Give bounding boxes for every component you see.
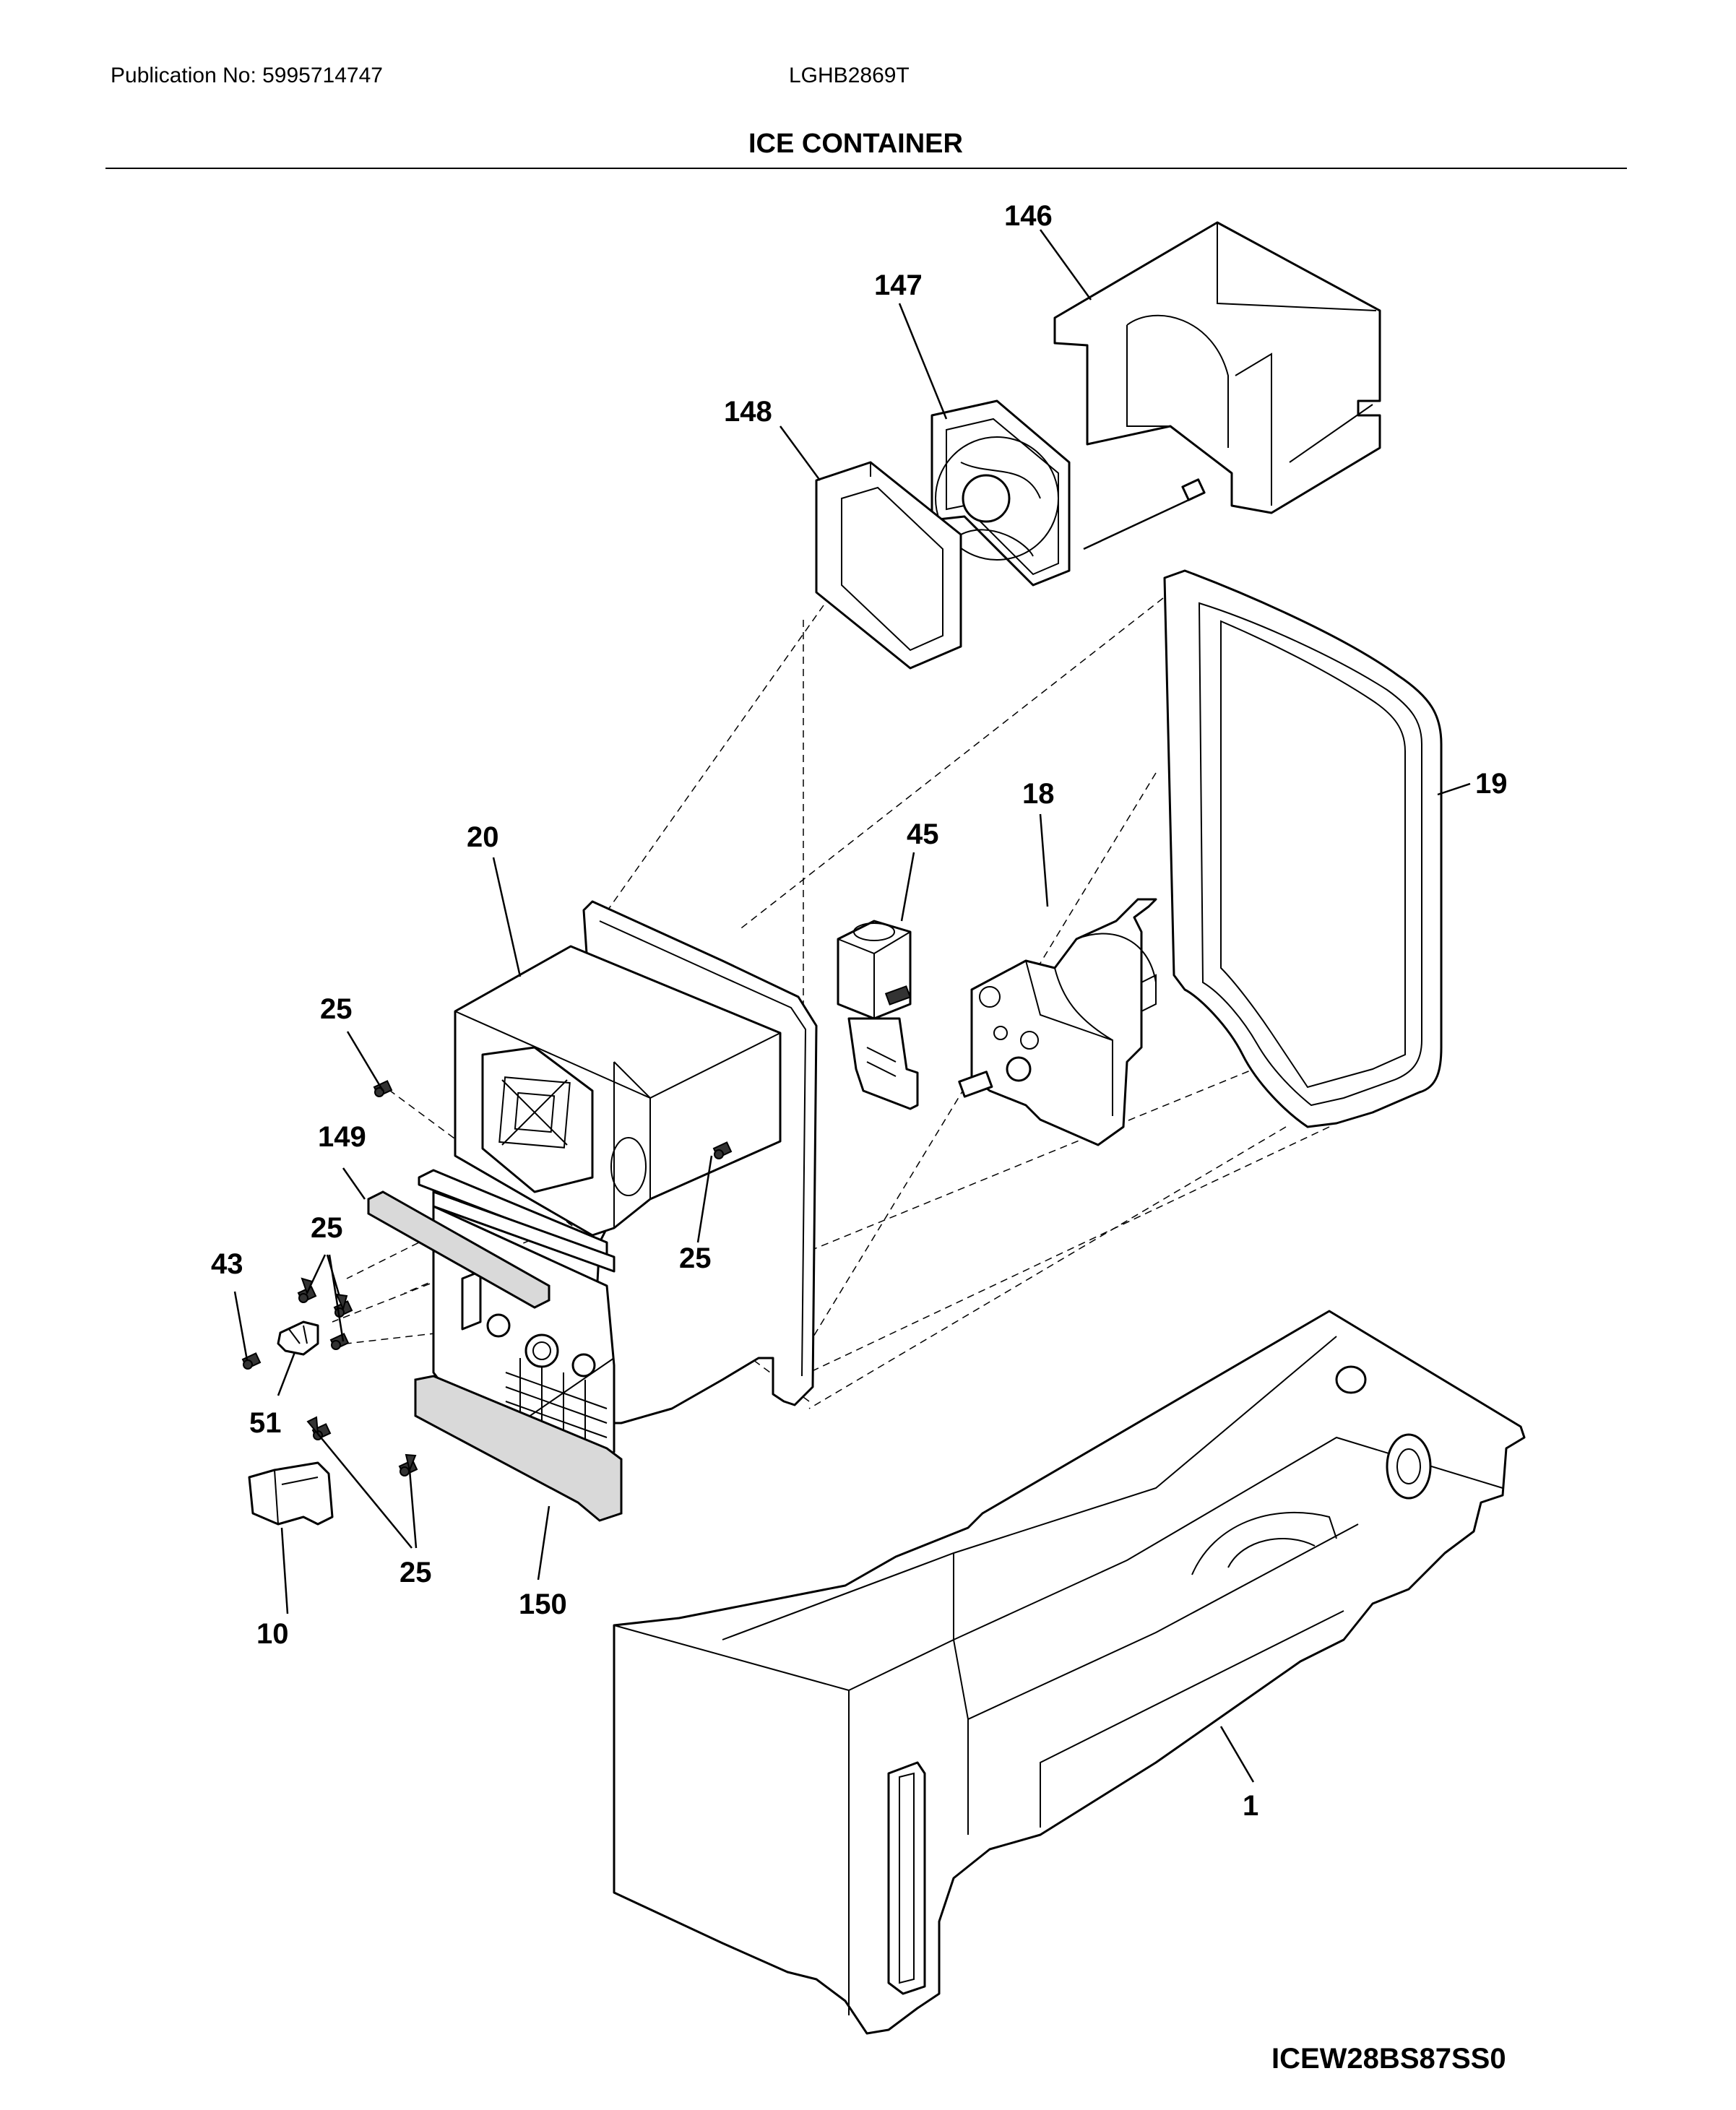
callout-25-upper-left: 25 (320, 993, 353, 1025)
fan-housing-146 (1053, 221, 1381, 514)
fan-motor-147 (930, 399, 1206, 587)
auger-motor-18 (958, 898, 1157, 1146)
callout-1: 1 (1243, 1790, 1258, 1822)
cap-10 (248, 1461, 334, 1526)
leader-lines (233, 229, 1471, 1783)
gasket-19 (1163, 569, 1443, 1128)
screw-icon (712, 1141, 733, 1159)
callout-25-right: 25 (679, 1242, 712, 1274)
callout-146: 146 (1004, 200, 1053, 232)
ice-bucket-1 (613, 1310, 1526, 2035)
screw-icon (329, 1333, 350, 1350)
callout-45: 45 (907, 818, 939, 850)
page-title: ICE CONTAINER (748, 129, 963, 159)
callout-150: 150 (519, 1588, 567, 1620)
strip-149 (367, 1190, 550, 1309)
callout-43: 43 (211, 1248, 243, 1280)
fan-shroud-148 (815, 461, 962, 670)
solenoid-45 (837, 920, 919, 1110)
callout-19: 19 (1475, 768, 1508, 800)
screw-icon (241, 1352, 262, 1370)
header-divider (105, 168, 1627, 169)
diagram-code: ICEW28BS87SS0 (1271, 2043, 1506, 2075)
arrowheads (301, 1277, 417, 1473)
callout-20: 20 (467, 821, 499, 853)
callout-148: 148 (724, 396, 772, 428)
callout-51: 51 (249, 1407, 282, 1439)
callouts: 146 147 148 19 18 45 20 25 25 149 25 43 … (211, 200, 1508, 1822)
callout-25-middle: 25 (311, 1212, 343, 1244)
screw-icon (373, 1080, 393, 1097)
callout-10: 10 (256, 1618, 289, 1650)
strip-150 (414, 1375, 623, 1522)
callout-149: 149 (318, 1121, 366, 1153)
publication-number: Publication No: 5995714747 (111, 64, 383, 87)
callout-25-lower: 25 (400, 1557, 432, 1588)
housing-20 (418, 900, 818, 1468)
housing-vents (505, 1358, 608, 1441)
model-number: LGHB2869T (789, 64, 910, 87)
callout-18: 18 (1022, 778, 1055, 810)
callout-147: 147 (874, 269, 923, 301)
bracket-51 (277, 1320, 319, 1356)
